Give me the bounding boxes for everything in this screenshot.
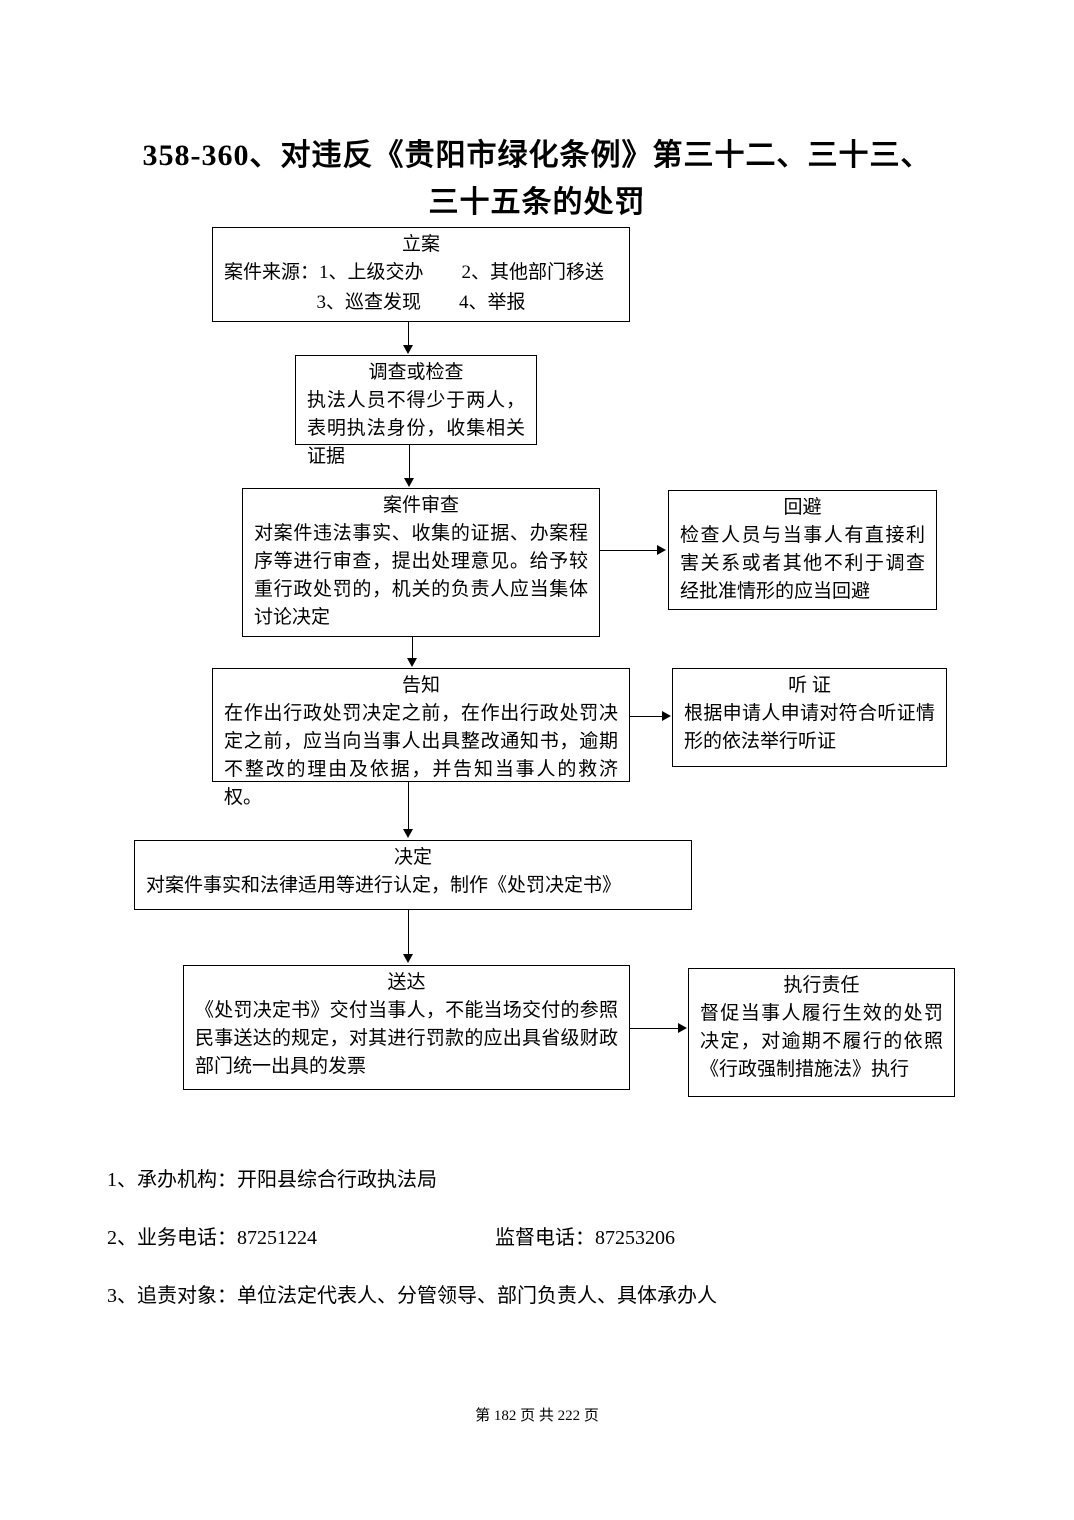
flow-box-review-body: 对案件违法事实、收集的证据、办案程序等进行审查，提出处理意见。给予较重行政处罚的… — [254, 523, 588, 628]
flow-box-filing-line2: 3、巡查发现 4、举报 — [316, 292, 526, 313]
flow-box-recusal: 回避 检查人员与当事人有直接利害关系或者其他不利于调查经批准情形的应当回避 — [668, 490, 937, 610]
flow-box-review: 案件审查 对案件违法事实、收集的证据、办案程序等进行审查，提出处理意见。给予较重… — [242, 488, 600, 637]
flow-box-review-title: 案件审查 — [382, 495, 459, 516]
note-business-phone: 2、业务电话：87251224 — [107, 1227, 317, 1249]
flow-box-investigation-title: 调查或检查 — [368, 362, 464, 383]
flow-box-hearing-title: 听 证 — [788, 675, 831, 696]
arrow-filing-to-investigation — [402, 321, 414, 354]
flow-box-filing-line1: 案件来源：1、上级交办 2、其他部门移送 — [224, 262, 605, 283]
flow-box-recusal-body: 检查人员与当事人有直接利害关系或者其他不利于调查经批准情形的应当回避 — [680, 525, 925, 602]
flow-box-investigation: 调查或检查 执法人员不得少于两人，表明执法身份，收集相关证据 — [295, 355, 537, 467]
flow-box-recusal-title: 回避 — [783, 497, 822, 518]
arrow-investigation-to-review — [403, 444, 415, 487]
flow-box-filing: 立案 案件来源：1、上级交办 2、其他部门移送 3、巡查发现 4、举报 — [212, 227, 630, 322]
flow-box-enforcement-title: 执行责任 — [783, 975, 860, 996]
flow-box-enforcement-body: 督促当事人履行生效的处罚决定，对逾期不履行的依照《行政强制措施法》执行 — [700, 1003, 943, 1080]
flow-box-enforcement: 执行责任 督促当事人履行生效的处罚决定，对逾期不履行的依照《行政强制措施法》执行 — [688, 968, 955, 1097]
arrow-delivery-to-enforcement — [630, 1022, 687, 1034]
flow-box-decision-title: 决定 — [393, 847, 432, 868]
flow-box-delivery: 送达 《处罚决定书》交付当事人，不能当场交付的参照民事送达的规定，对其进行罚款的… — [183, 965, 630, 1090]
page-title-line2: 三十五条的处罚 — [428, 186, 646, 219]
flow-box-notification-body: 在作出行政处罚决定之前，在作出行政处罚决定之前，应当向当事人出具整改通知书，逾期… — [224, 703, 618, 808]
flow-box-hearing: 听 证 根据申请人申请对符合听证情形的依法举行听证 — [672, 668, 947, 767]
page-title-line1: 358-360、对违反《贵阳市绿化条例》第三十二、三十三、 — [142, 139, 932, 172]
flow-box-delivery-body: 《处罚决定书》交付当事人，不能当场交付的参照民事送达的规定，对其进行罚款的应出具… — [195, 1000, 618, 1077]
note-supervision-phone: 监督电话：87253206 — [495, 1227, 675, 1249]
flow-box-decision: 决定 对案件事实和法律适用等进行认定，制作《处罚决定书》 — [134, 840, 692, 910]
flow-box-hearing-body: 根据申请人申请对符合听证情形的依法举行听证 — [684, 703, 935, 752]
flow-box-decision-body: 对案件事实和法律适用等进行认定，制作《处罚决定书》 — [146, 875, 622, 896]
arrow-decision-to-delivery — [402, 909, 414, 963]
arrow-review-to-notification — [406, 636, 418, 667]
arrow-notification-to-decision — [402, 781, 414, 838]
note-accountability: 3、追责对象：单位法定代表人、分管领导、部门负责人、具体承办人 — [107, 1285, 717, 1307]
flow-box-notification: 告知 在作出行政处罚决定之前，在作出行政处罚决定之前，应当向当事人出具整改通知书… — [212, 668, 630, 808]
page-number-footer: 第 182 页 共 222 页 — [475, 1408, 599, 1424]
arrow-notification-to-hearing — [630, 710, 671, 722]
arrow-review-to-recusal — [600, 544, 666, 556]
flow-box-notification-title: 告知 — [401, 675, 440, 696]
flow-box-filing-title: 立案 — [401, 234, 440, 255]
flow-box-investigation-body: 执法人员不得少于两人，表明执法身份，收集相关证据 — [307, 390, 525, 467]
note-agency: 1、承办机构：开阳县综合行政执法局 — [107, 1169, 437, 1191]
flow-box-delivery-title: 送达 — [387, 972, 426, 993]
